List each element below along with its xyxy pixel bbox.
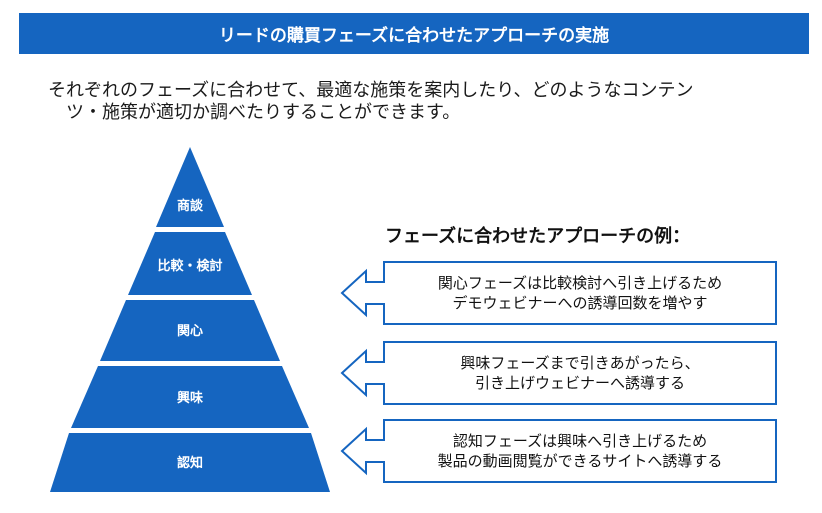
funnel-pyramid: 商談 比較・検討 関心 興味 認知	[50, 147, 330, 492]
left-arrow-callout-shape	[340, 261, 777, 325]
callout-line-2: デモウェビナーへの誘導回数を増やす	[452, 294, 708, 312]
callout-line-1: 関心フェーズは比較検討へ引き上げるため	[437, 274, 723, 292]
pyramid-level-4	[71, 366, 309, 428]
pyramid-label-3: 関心	[177, 324, 203, 339]
callout-interest: 関心フェーズは比較検討へ引き上げるため デモウェビナーへの誘導回数を増やす	[340, 260, 780, 326]
pyramid-label-2: 比較・検討	[157, 258, 222, 274]
pyramid-label-4: 興味	[177, 390, 203, 406]
pyramid-level-2	[128, 232, 252, 295]
callout-line-2: 製品の動画閲覧ができるサイトへ誘導する	[437, 452, 723, 470]
left-arrow-callout-shape	[340, 419, 777, 483]
intro-text: それぞれのフェーズに合わせて、最適な施策を案内したり、どのようなコンテン ツ・施…	[48, 80, 788, 124]
callout-line-2: 引き上げウェビナーへ誘導する	[474, 374, 685, 392]
pyramid-label-1: 商談	[177, 198, 204, 214]
callout-line-1: 認知フェーズは興味へ引き上げるため	[452, 432, 708, 450]
pyramid-level-1	[156, 147, 224, 227]
intro-line-2: ツ・施策が適切か調べたりすることができます。	[66, 102, 461, 123]
left-arrow-callout-shape	[340, 341, 777, 405]
intro-line-1: それぞれのフェーズに合わせて、最適な施策を案内したり、どのようなコンテン	[48, 80, 694, 101]
pyramid-level-3	[100, 300, 280, 361]
pyramid-level-5	[50, 433, 330, 492]
callout-awareness: 認知フェーズは興味へ引き上げるため 製品の動画閲覧ができるサイトへ誘導する	[340, 418, 780, 484]
callout-attraction: 興味フェーズまで引きあがったら、 引き上げウェビナーへ誘導する	[340, 340, 780, 406]
callout-line-1: 興味フェーズまで引きあがったら、	[460, 354, 700, 372]
page-title: リードの購買フェーズに合わせたアプローチの実施	[19, 13, 809, 54]
pyramid-label-5: 認知	[177, 455, 203, 471]
examples-heading: フェーズに合わせたアプローチの例：	[385, 226, 691, 247]
